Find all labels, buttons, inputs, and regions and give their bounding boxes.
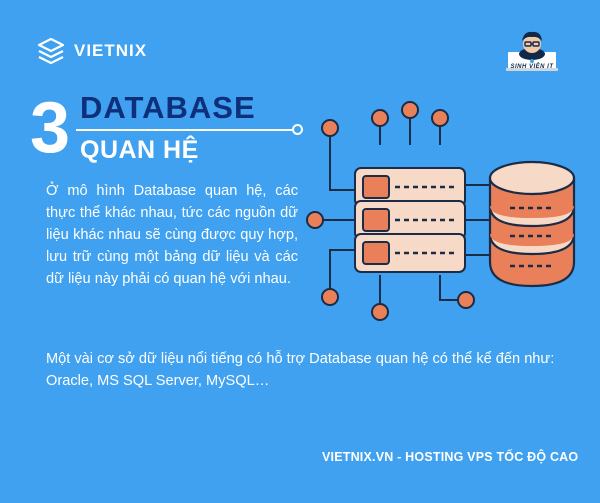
body-paragraph-1: Ở mô hình Database quan hệ, các thực thể… [46, 183, 298, 287]
mascot-caption: SINH VIÊN IT [510, 64, 554, 70]
section-number: 3 [30, 88, 71, 168]
heading-divider [76, 129, 296, 131]
mascot-icon [506, 31, 558, 71]
body-paragraph-2: Một vài cơ sở dữ liệu nổi tiếng có hỗ tr… [46, 351, 555, 389]
footer-tagline: VIETNIX.VN - HOSTING VPS TỐC ĐỘ CAO [322, 450, 579, 464]
heading-line-2: QUAN HỆ [80, 136, 199, 164]
heading-line-1: DATABASE [80, 90, 256, 125]
database-server-icon [306, 101, 576, 321]
brand-logo: VIETNIX [36, 36, 147, 66]
heading-divider-dot [292, 124, 303, 135]
logo-text: VIETNIX [74, 41, 148, 60]
vietnix-logo-icon [37, 37, 65, 65]
